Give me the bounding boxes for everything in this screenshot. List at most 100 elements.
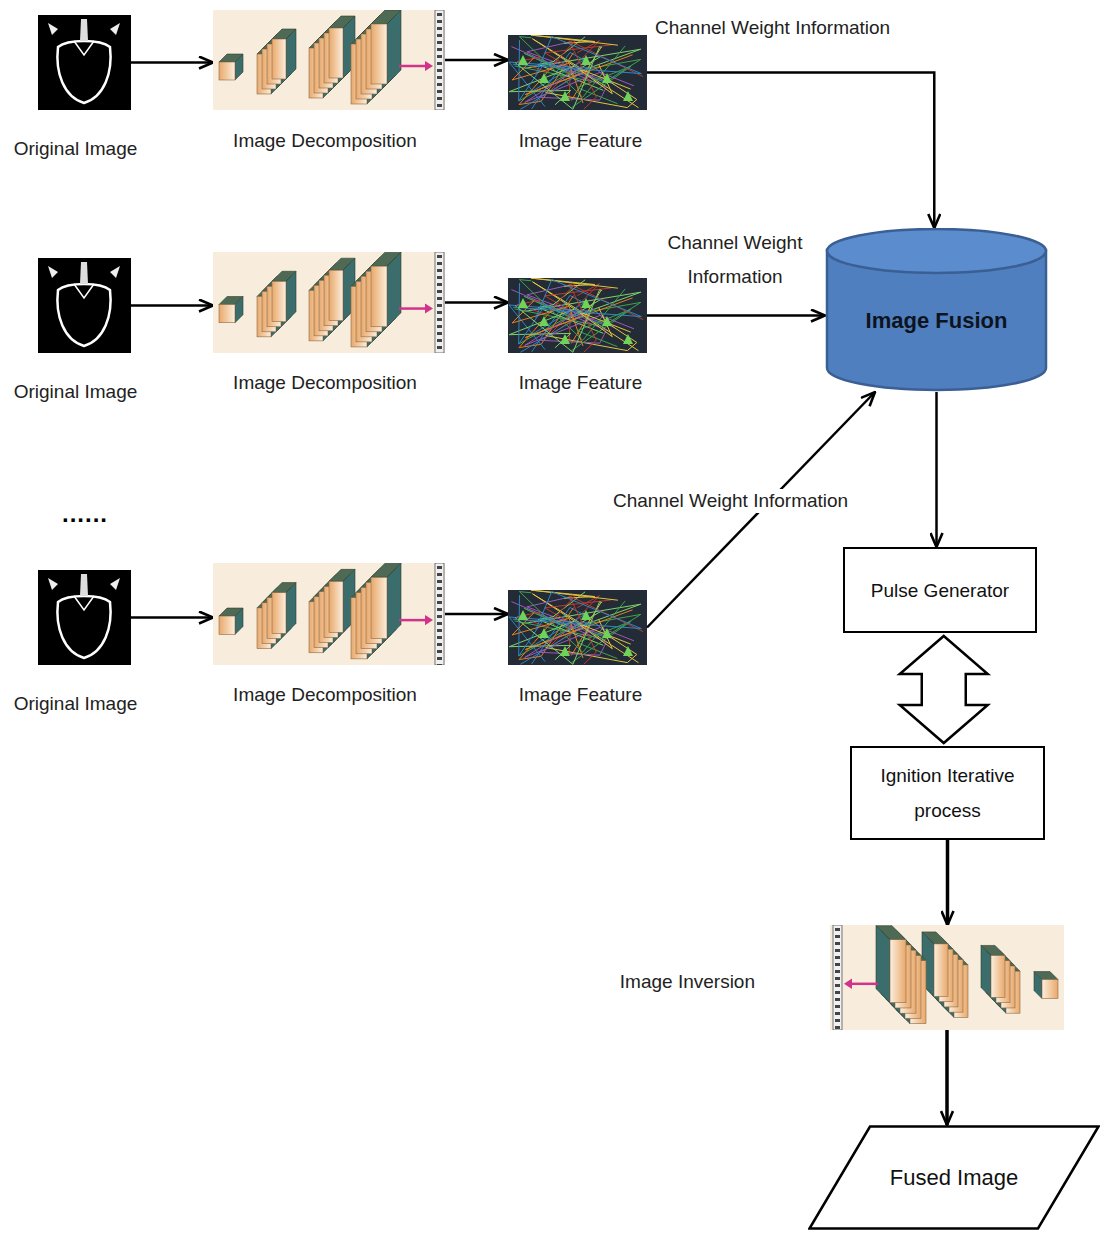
node-illustration (213, 10, 445, 110)
image-caption: Image Decomposition (233, 372, 417, 394)
illustration-part (399, 307, 429, 310)
illustration-part (835, 963, 840, 966)
illustration-part (835, 1005, 840, 1008)
illustration-part (437, 34, 442, 37)
illustration-part (437, 311, 442, 314)
illustration-part (513, 592, 642, 630)
node-illustration (508, 590, 647, 665)
box-text: Fused Image (890, 1165, 1018, 1191)
illustration-part (213, 10, 445, 110)
flow-arrow (945, 1030, 949, 1125)
node-illustration (508, 278, 647, 353)
illustration-part (833, 925, 1058, 1030)
illustration-part (518, 298, 528, 308)
illustration-part (38, 15, 131, 110)
illustration-part (519, 608, 573, 660)
illustration-part (213, 252, 445, 353)
illustration-part (560, 646, 570, 656)
illustration-part (437, 657, 442, 660)
illustration-part (110, 266, 120, 278)
illustration-part (74, 284, 94, 298)
illustration-part (219, 563, 444, 665)
illustration-part (518, 610, 528, 620)
illustration-part (437, 297, 442, 300)
flow-arrow (131, 304, 213, 307)
illustration-part (235, 297, 243, 323)
illustration-part (1034, 972, 1042, 999)
illustration-part (827, 229, 1046, 273)
illustration-part (519, 296, 573, 348)
illustration-part (581, 610, 591, 620)
illustration-part (437, 76, 442, 79)
illustration-part (219, 10, 444, 110)
image-caption: Image Decomposition (233, 684, 417, 706)
illustration-part (508, 278, 647, 353)
illustration-part (513, 280, 642, 318)
illustration-part (835, 935, 840, 938)
image-node: Original Image (38, 570, 131, 665)
text-wrap: Image Fusion (866, 308, 1008, 334)
illustration-part (437, 650, 442, 653)
illustration-part (437, 48, 442, 51)
illustration-part (80, 574, 88, 596)
illustration-part (437, 587, 442, 590)
illustration-part (213, 563, 445, 665)
illustration-part (437, 283, 442, 286)
flow-arrow (445, 301, 508, 304)
illustration-part (848, 983, 878, 986)
node-illustration (830, 925, 1064, 1030)
illustration-part (437, 69, 442, 72)
illustration-part (437, 608, 442, 611)
illustration-part (219, 62, 235, 80)
illustration-part (991, 955, 1005, 997)
image-caption: Original Image (14, 693, 138, 715)
illustration-part (219, 616, 235, 634)
illustration-part (437, 304, 442, 307)
fusion-cylinder: Image Fusion (825, 228, 1048, 392)
illustration-part (399, 619, 429, 622)
image-caption: Original Image (14, 381, 138, 403)
illustration-part (110, 23, 120, 35)
ellipsis-label: ...... (62, 500, 108, 528)
decomposition-node: Image Decomposition (213, 10, 445, 110)
illustration-part (437, 664, 442, 665)
illustration-part (371, 24, 387, 84)
illustration-part (835, 984, 840, 987)
illustration-part (329, 28, 343, 78)
illustration-part (371, 577, 387, 638)
illustration-part (437, 339, 442, 342)
process-box: Ignition Iterative process (850, 746, 1045, 840)
illustration-part (934, 944, 948, 997)
illustration-part (569, 284, 643, 353)
illustration-part (57, 41, 110, 103)
illustration-part (437, 262, 442, 265)
illustration-part (508, 590, 647, 665)
node-illustration (213, 563, 445, 665)
illustration-part (437, 332, 442, 335)
double-block-arrow (900, 636, 988, 743)
flow-arrow (445, 613, 508, 616)
illustration-part (835, 991, 840, 994)
illustration-part (437, 97, 442, 100)
illustration-part (74, 596, 94, 610)
illustration-part (833, 925, 842, 1030)
illustration-part (435, 10, 444, 110)
text-wrap: Fused Image (890, 1165, 1018, 1191)
box-text: Pulse Generator (871, 573, 1009, 608)
illustration-part (539, 73, 549, 83)
node-illustration (508, 35, 647, 110)
node-illustration (213, 252, 445, 353)
illustration-part (235, 608, 243, 634)
flow-arrow (445, 59, 508, 62)
flow-arrow (647, 314, 825, 317)
flow-arrow (935, 392, 938, 547)
feature-node: Image Feature (508, 590, 647, 665)
illustration-part (387, 563, 401, 638)
illustration-part (437, 622, 442, 625)
illustration-part (80, 262, 88, 284)
illustration-part (519, 53, 573, 105)
illustration-part (835, 998, 840, 1001)
edge-label: Channel Weight Information (655, 17, 890, 39)
illustration-part (329, 270, 343, 321)
